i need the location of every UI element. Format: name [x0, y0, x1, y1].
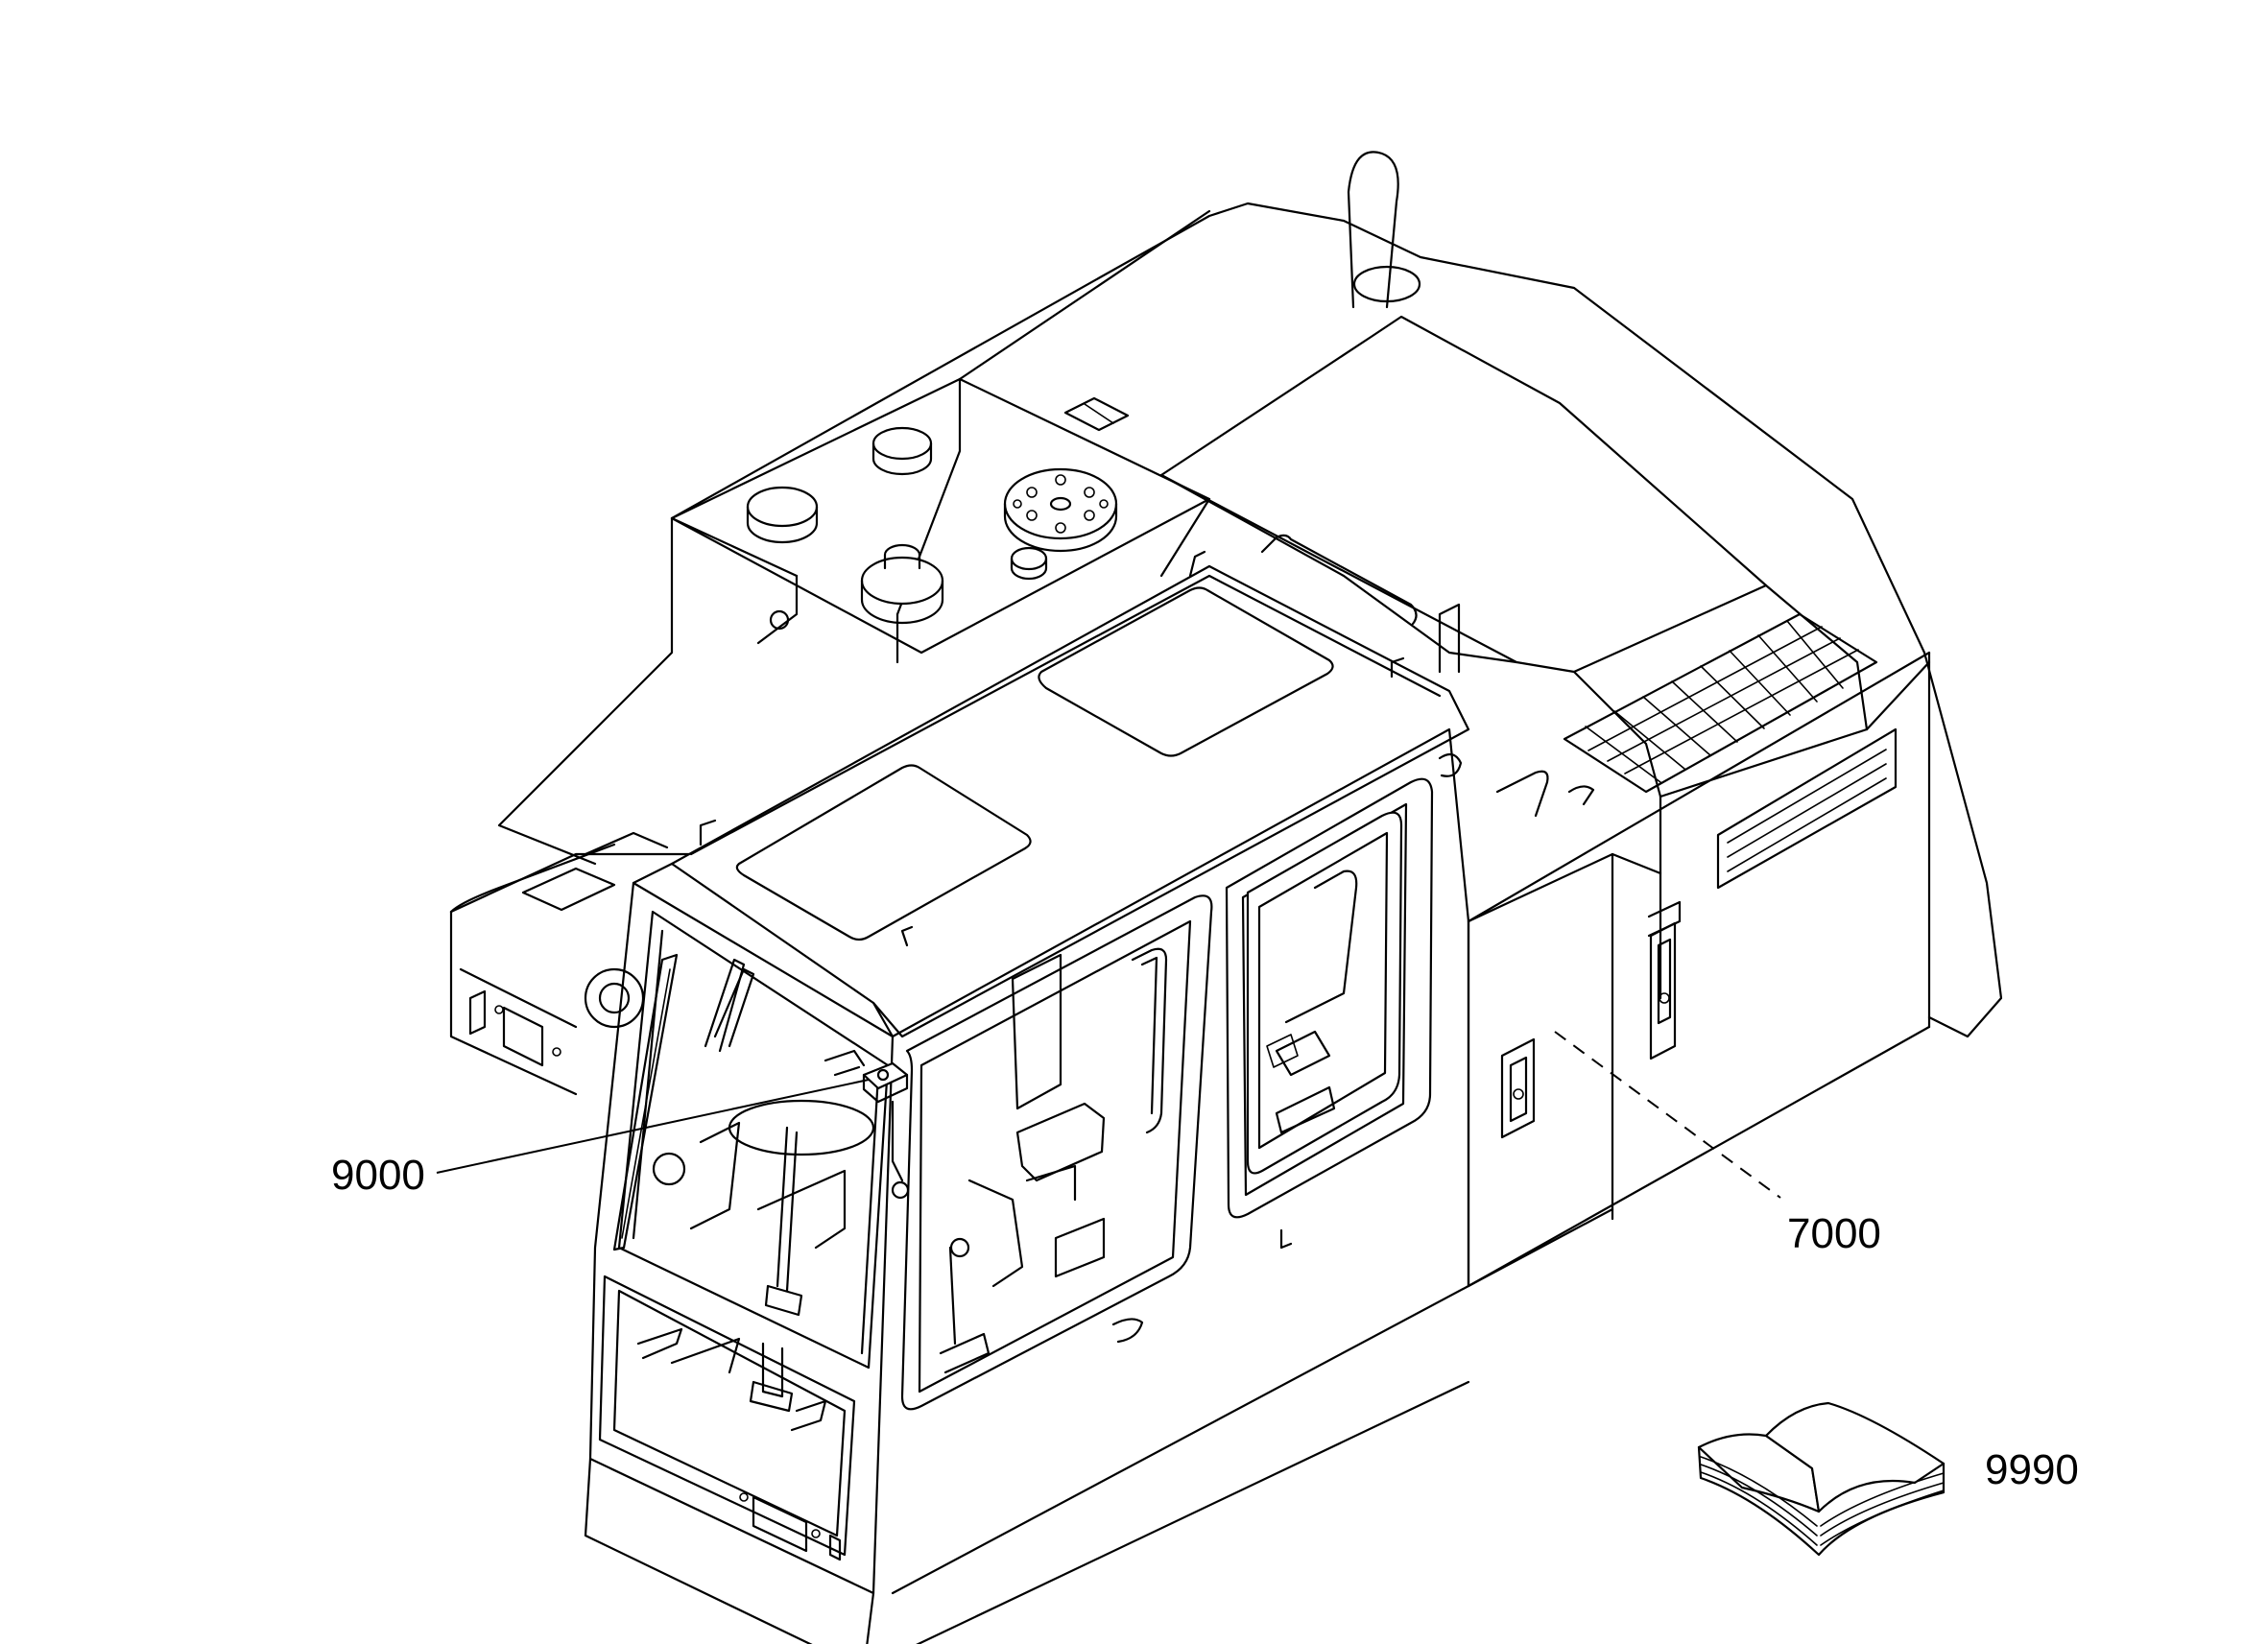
manual-book-icon [1697, 1401, 1946, 1557]
leader-line-7000 [1554, 1031, 1781, 1199]
tank-block [670, 209, 1211, 664]
side-compartment [1467, 852, 1662, 1288]
left-body-panel [449, 831, 669, 1067]
exhaust-pipe [1347, 151, 1421, 309]
engine-hood [1159, 315, 1931, 1060]
operator-cab [584, 534, 1470, 1644]
callout-label-9990: 9990 [1985, 1446, 2079, 1493]
callout-label-9000: 9000 [331, 1152, 425, 1199]
leader-line-9000 [436, 1079, 870, 1174]
callout-label-7000: 7000 [1787, 1210, 1881, 1257]
